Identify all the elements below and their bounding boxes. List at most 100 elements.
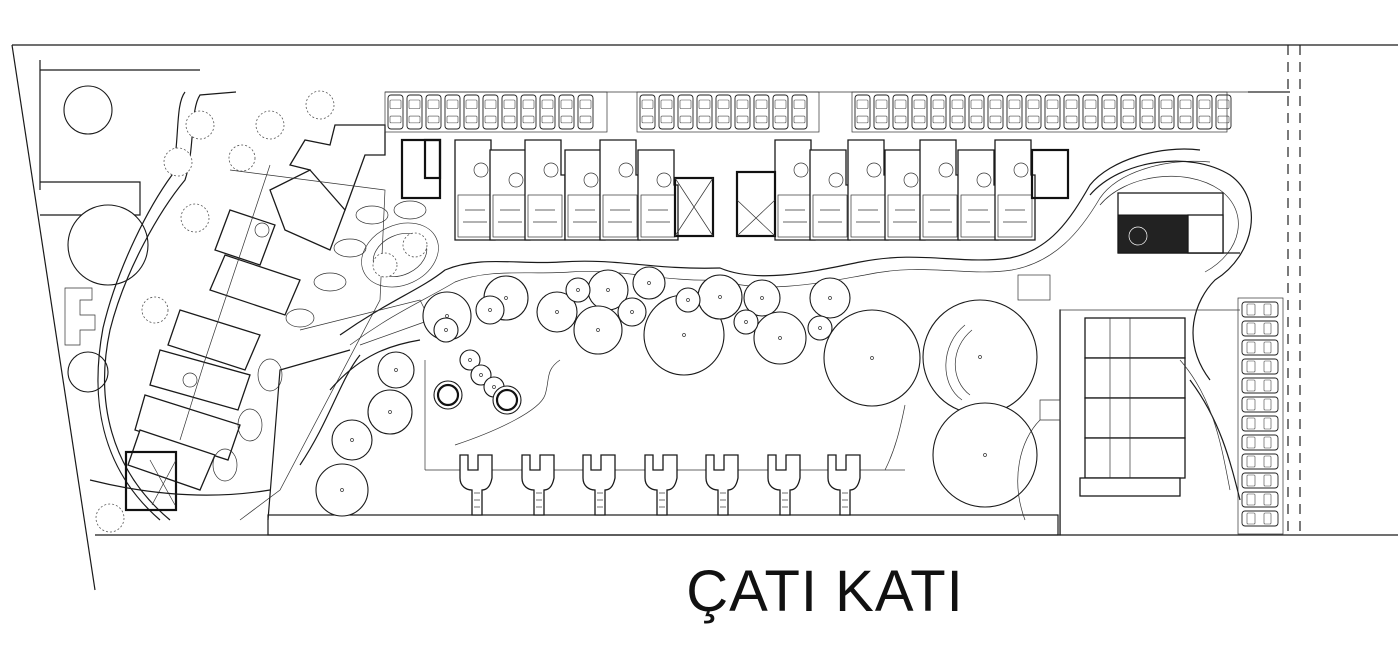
east-pavilion [1017,160,1252,381]
parked-car [577,94,594,130]
tree [565,277,591,303]
parked-car [677,94,694,130]
parked-car [1241,396,1279,413]
parked-car [639,94,656,130]
tree [573,305,623,355]
terrace-pier [582,454,616,516]
parked-car [1006,94,1023,130]
townhouse-unit [994,139,1036,241]
parked-car [482,94,499,130]
round-planter [433,380,463,410]
tree [470,364,492,386]
parked-car [1177,94,1194,130]
parked-car [1241,510,1279,527]
parked-car [425,94,442,130]
parked-car [406,94,423,130]
tree [922,299,1038,415]
townhouse-unit [454,139,496,241]
parked-car [1025,94,1042,130]
terrace-pier [521,454,555,516]
north-row-cores [400,138,1070,238]
tree [617,297,647,327]
tree [697,274,743,320]
parked-car [854,94,871,130]
parked-car [1120,94,1137,130]
tree [67,204,149,286]
townhouse-unit [919,139,961,241]
parked-car [930,94,947,130]
townhouse-unit [564,149,606,241]
parked-car [1196,94,1213,130]
promenade-path [89,148,1211,521]
parked-car [1158,94,1175,130]
parked-car [501,94,518,130]
tree [809,277,851,319]
parked-car [696,94,713,130]
tree [823,309,921,407]
parked-car [892,94,909,130]
townhouse-unit [809,149,851,241]
parked-car [1241,339,1279,356]
parked-car [1082,94,1099,130]
parked-car [772,94,789,130]
tree [743,279,781,317]
parked-car [1241,453,1279,470]
floor-title: ÇATI KATI [686,559,964,624]
north-townhouse-row [454,139,1036,241]
tree [733,309,759,335]
parked-car [1241,358,1279,375]
tree [753,311,807,365]
parked-car [520,94,537,130]
parked-car [387,94,404,130]
parked-car [1044,94,1061,130]
parked-car [753,94,770,130]
pool-terraces [459,454,861,516]
tree [315,463,369,517]
townhouse-unit [599,139,641,241]
parked-car [911,94,928,130]
parked-car [1241,434,1279,451]
townhouse-unit [774,139,816,241]
parked-car [444,94,461,130]
parked-car [873,94,890,130]
parked-car [1241,472,1279,489]
round-planter [492,385,522,415]
garden-trees [315,266,1038,517]
townhouse-unit [847,139,889,241]
townhouse-unit [489,149,531,241]
terrace-pier [827,454,861,516]
tree [433,317,459,343]
parking-row-top [384,91,1232,133]
tree [377,351,415,389]
shrub [95,503,125,533]
tree [331,419,373,461]
parked-car [1101,94,1118,130]
parked-car [1063,94,1080,130]
parked-car [658,94,675,130]
townhouse-unit [957,149,999,241]
terrace-pier [705,454,739,516]
parked-car [987,94,1004,130]
terrace-pier [767,454,801,516]
parked-car [715,94,732,130]
parked-car [1139,94,1156,130]
tree [807,315,833,341]
parked-car [1241,377,1279,394]
parking-row-east [1237,297,1284,535]
tree [459,349,481,371]
parked-car [1241,491,1279,508]
terrace-pier [644,454,678,516]
tree [932,402,1038,508]
parked-car [539,94,556,130]
playground-feature [64,287,96,346]
tree [67,351,109,393]
tree [675,287,701,313]
parked-car [734,94,751,130]
parked-car [1241,415,1279,432]
parked-car [1215,94,1232,130]
east-villas [1017,309,1241,536]
parked-car [791,94,808,130]
parked-car [949,94,966,130]
tree [536,291,578,333]
